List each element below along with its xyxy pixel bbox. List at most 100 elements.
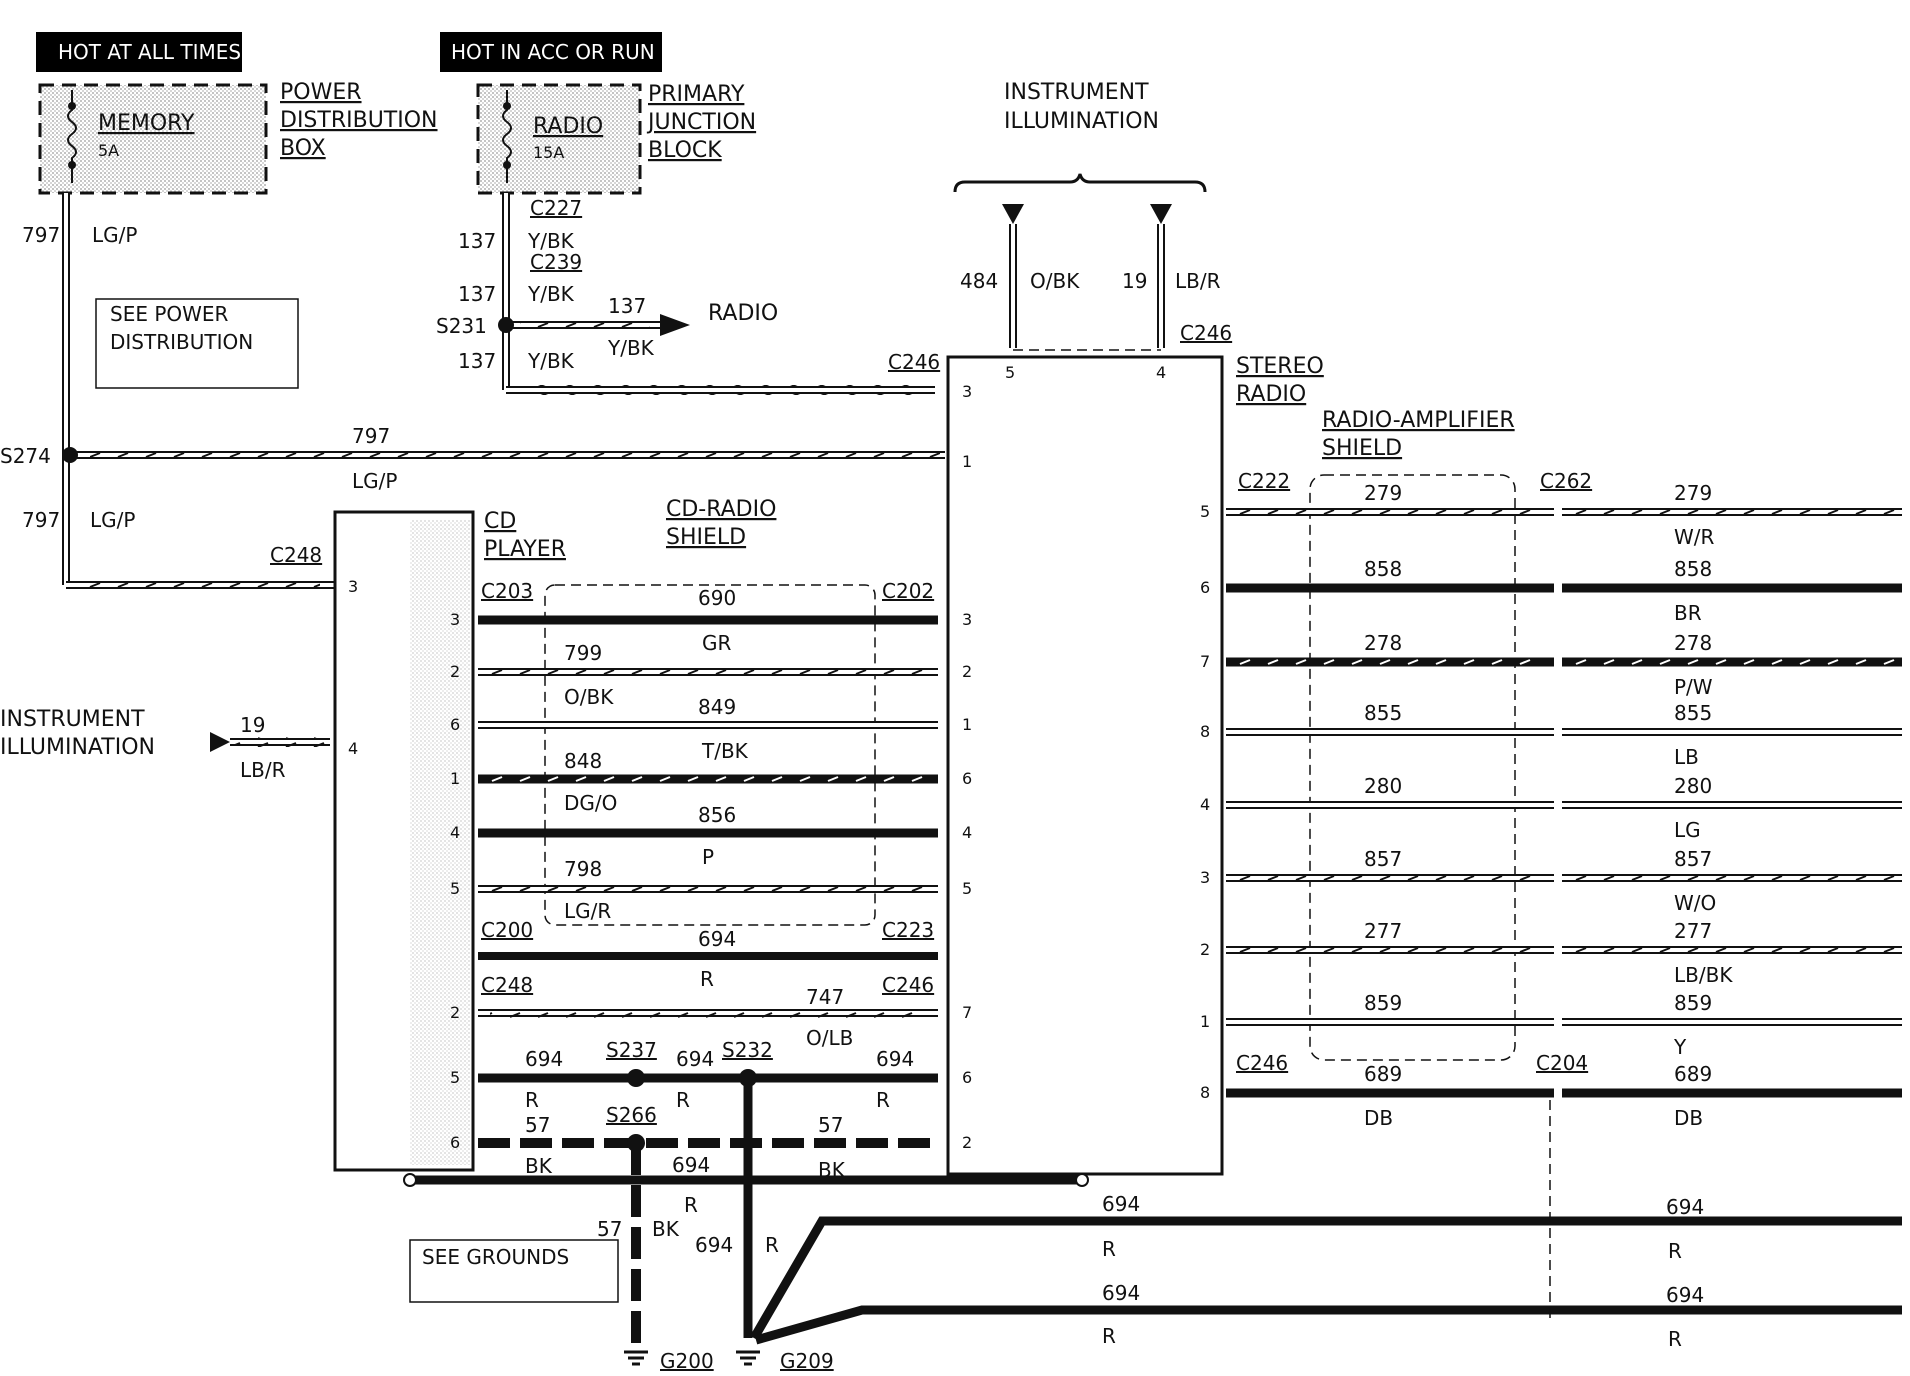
w137-color-b: Y/BK bbox=[527, 282, 575, 306]
amp-color-left-689: DB bbox=[1364, 1106, 1393, 1130]
power-box-title-3: BOX bbox=[280, 136, 326, 161]
cd-player-label-2: PLAYER bbox=[484, 537, 566, 562]
w137-color-a: Y/BK bbox=[527, 229, 575, 253]
cd-wire-color-799: O/BK bbox=[564, 685, 614, 709]
w57-color-a: BK bbox=[525, 1154, 553, 1178]
amp-circuit-left-857: 857 bbox=[1364, 847, 1402, 871]
cd-pin-5b: 5 bbox=[450, 1068, 460, 1087]
branch-b-694: 694 bbox=[1102, 1281, 1140, 1305]
amp-circuit-left-279: 279 bbox=[1364, 481, 1402, 505]
radio-pin-left-3: 3 bbox=[962, 382, 972, 401]
junction-title-1: PRIMARY bbox=[648, 82, 745, 107]
c246-bot-label: C246 bbox=[1236, 1051, 1288, 1075]
hot-at-all-times-text: HOT AT ALL TIMES bbox=[58, 40, 241, 64]
cd-pin-6b: 6 bbox=[450, 1133, 460, 1152]
radio-pin-7b: 7 bbox=[962, 1003, 972, 1022]
w694-mid-r-c: R bbox=[876, 1088, 890, 1112]
s231-label: S231 bbox=[436, 314, 487, 338]
cd-wire-circuit-848: 848 bbox=[564, 749, 602, 773]
c223-label: C223 bbox=[882, 918, 934, 942]
wire-484 bbox=[1002, 204, 1024, 348]
w797-circuit-a: 797 bbox=[22, 223, 60, 247]
amp-color-278: P/W bbox=[1674, 675, 1713, 699]
cd-pin-3-left: 3 bbox=[348, 577, 358, 596]
cd-wire-848 bbox=[478, 774, 938, 784]
see-grounds-note bbox=[409, 1239, 619, 1303]
amp-wire-right-279 bbox=[1562, 508, 1902, 516]
g200-label: G200 bbox=[660, 1349, 714, 1373]
w19-left-circuit: 19 bbox=[240, 713, 265, 737]
w19-left-color: LB/R bbox=[240, 758, 286, 782]
instrument-illumination-top-2: ILLUMINATION bbox=[1004, 109, 1159, 134]
radio-pin-r-3: 3 bbox=[1200, 868, 1210, 887]
hot-at-all-times-header bbox=[36, 32, 242, 72]
amp-color-859: Y bbox=[1673, 1035, 1687, 1059]
amp-circuit-left-859: 859 bbox=[1364, 991, 1402, 1015]
power-box-title-2: DISTRIBUTION bbox=[280, 108, 438, 133]
s232-label: S232 bbox=[722, 1038, 773, 1062]
cd-radio-shield-label-1: CD-RADIO bbox=[666, 497, 776, 522]
instrument-illumination-top-1: INSTRUMENT bbox=[1004, 80, 1149, 105]
radio-pin-1: 1 bbox=[962, 715, 972, 734]
instrument-illumination-left-1: INSTRUMENT bbox=[0, 707, 145, 732]
branch-a-r-r: R bbox=[1668, 1239, 1682, 1263]
wire-694-branch-a bbox=[750, 1216, 1558, 1341]
radio-pin-left-1: 1 bbox=[962, 452, 972, 471]
amp-circuit-right-857: 857 bbox=[1674, 847, 1712, 871]
c262-label: C262 bbox=[1540, 469, 1592, 493]
illumination-brace bbox=[953, 173, 1207, 193]
amp-wire-right-277 bbox=[1562, 946, 1902, 954]
w137-circuit-c: 137 bbox=[458, 349, 496, 373]
w137-color-d: Y/BK bbox=[607, 336, 655, 360]
amp-circuit-right-277: 277 bbox=[1674, 919, 1712, 943]
c248-a-label: C248 bbox=[270, 543, 322, 567]
amp-wire-left-857 bbox=[1226, 874, 1554, 882]
s274-splice bbox=[62, 447, 78, 463]
cd-pin-4-left: 4 bbox=[348, 739, 358, 758]
radio-pin-6: 6 bbox=[962, 769, 972, 788]
radio-pin-r-8: 8 bbox=[1200, 722, 1210, 741]
c202-label: C202 bbox=[882, 579, 934, 603]
g200-ground-icon bbox=[624, 1350, 648, 1366]
w137-color-c: Y/BK bbox=[527, 349, 575, 373]
g200-bk: BK bbox=[652, 1217, 680, 1241]
wire-747 bbox=[478, 1008, 938, 1018]
junction-title-2: JUNCTION bbox=[646, 110, 756, 135]
cd-pin-1: 1 bbox=[450, 769, 460, 788]
radio-amp-shield-label-2: SHIELD bbox=[1322, 436, 1402, 461]
w694-mid-r-b: R bbox=[676, 1088, 690, 1112]
c246-left-label: C246 bbox=[888, 350, 940, 374]
radio-pin-r-5: 5 bbox=[1200, 502, 1210, 521]
memory-fuse-icon bbox=[67, 90, 77, 183]
amp-color-280: LG bbox=[1674, 818, 1701, 842]
branch-a-694-r: 694 bbox=[1666, 1195, 1704, 1219]
amp-wire-left-278 bbox=[1226, 657, 1554, 667]
see-power-line-2: DISTRIBUTION bbox=[110, 330, 253, 354]
w797-color-a: LG/P bbox=[92, 223, 137, 247]
amp-circuit-right-859: 859 bbox=[1674, 991, 1712, 1015]
cd-wire-circuit-856: 856 bbox=[698, 803, 736, 827]
wire-694-branch-b bbox=[754, 1305, 1558, 1345]
w694-mid-c: 694 bbox=[876, 1047, 914, 1071]
cd-wire-color-690: GR bbox=[702, 631, 731, 655]
amp-circuit-left-689: 689 bbox=[1364, 1062, 1402, 1086]
w484-circuit: 484 bbox=[960, 269, 998, 293]
g209-ground-icon bbox=[736, 1350, 760, 1366]
w57-circuit-b: 57 bbox=[818, 1113, 843, 1137]
power-box-title-1: POWER bbox=[280, 80, 362, 105]
cd-pin-5: 5 bbox=[450, 879, 460, 898]
g209-label: G209 bbox=[780, 1349, 834, 1373]
amp-circuit-right-858: 858 bbox=[1674, 557, 1712, 581]
branch-b-r-r: R bbox=[1668, 1327, 1682, 1351]
w694-mid-b: 694 bbox=[676, 1047, 714, 1071]
cd-wire-798 bbox=[478, 885, 938, 893]
wire-137 bbox=[502, 193, 935, 395]
radio-pin-r-7: 7 bbox=[1200, 652, 1210, 671]
s266-label: S266 bbox=[606, 1103, 657, 1127]
w797-color-b: LG/P bbox=[352, 469, 397, 493]
radio-amp-shield-label-1: RADIO-AMPLIFIER bbox=[1322, 408, 1515, 433]
case-r: R bbox=[684, 1193, 698, 1217]
cd-wire-color-798: LG/R bbox=[564, 899, 611, 923]
see-grounds-text: SEE GROUNDS bbox=[422, 1245, 569, 1269]
cd-pin-6: 6 bbox=[450, 715, 460, 734]
